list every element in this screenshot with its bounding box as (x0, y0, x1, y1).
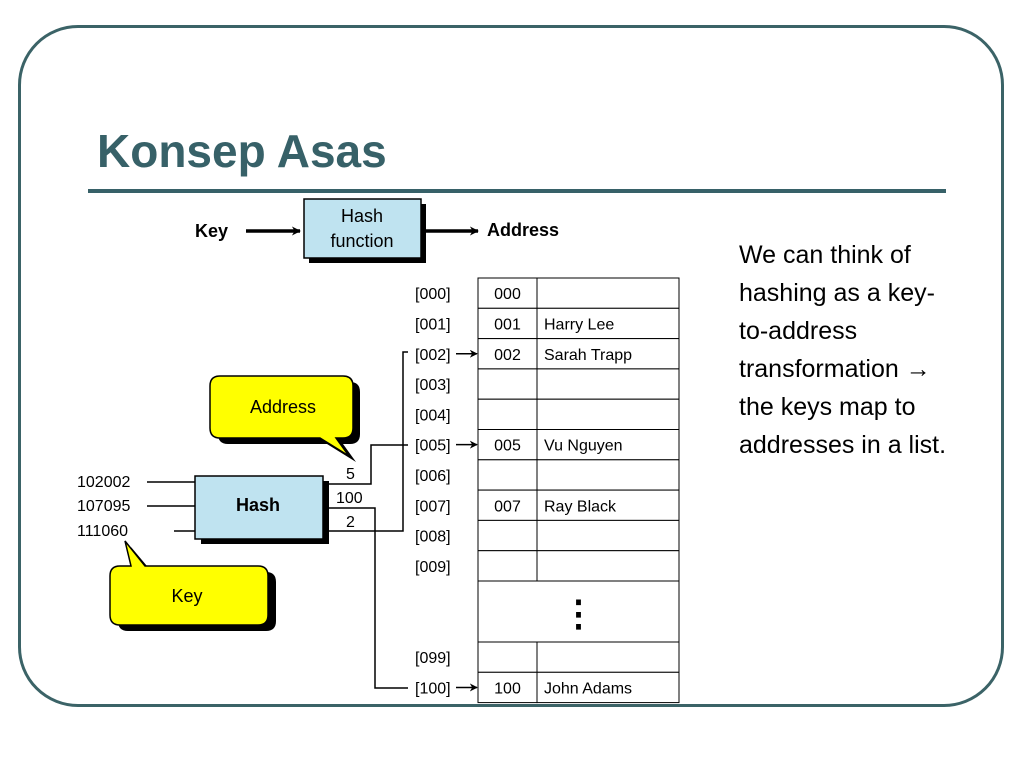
table-addr-value: 005 (494, 438, 521, 455)
slide-frame (18, 25, 1004, 707)
table-addr-cell (477, 459, 538, 491)
hash-function-label-line1: Hash (341, 206, 383, 226)
table-index-label: [001] (415, 316, 451, 333)
top-address-label: Address (487, 220, 559, 240)
description-line: hashing as a key- (739, 279, 935, 307)
table-index-label: [009] (415, 559, 451, 576)
table-addr-value: 100 (494, 680, 521, 697)
table-index-label: [006] (415, 468, 451, 485)
input-keys: 102002 107095 111060 (77, 474, 196, 540)
key-callout (109, 540, 269, 626)
table-name-value: John Adams (544, 680, 632, 697)
table-addr-cell (477, 338, 538, 370)
description-line: transformation → (739, 355, 931, 383)
hash-box (194, 475, 324, 540)
table-addr-cell (477, 398, 538, 431)
table-index-label: [000] (415, 286, 451, 303)
address-callout (209, 375, 354, 457)
table-index-label: [008] (415, 529, 451, 546)
table-name-cell (536, 489, 680, 521)
table-index-label: [003] (415, 377, 451, 394)
description-text: We can think of hashing as a key- to-add… (739, 236, 1009, 464)
hash-box-label: Hash (236, 495, 280, 515)
table-addr-cell (477, 550, 538, 582)
output-address: 2 (346, 514, 355, 531)
table-name-cell (536, 671, 680, 704)
hash-function-label-line2: function (330, 231, 393, 251)
table-addr-cell (477, 489, 538, 521)
top-key-label: Key (195, 221, 228, 241)
table-name-cell (536, 519, 680, 552)
table-name-cell (536, 550, 680, 582)
table-addr-value: 000 (494, 286, 521, 303)
description-line: to-address (739, 317, 858, 345)
table-name-cell (536, 429, 680, 461)
table-name-value: Ray Black (544, 498, 617, 515)
key-callout-label: Key (171, 586, 202, 606)
output-address: 100 (336, 490, 363, 507)
table-name-value: Sarah Trapp (544, 347, 632, 364)
table-addr-cell (477, 277, 538, 309)
table-name-cell (536, 368, 680, 400)
table-name-value: Harry Lee (544, 316, 614, 333)
input-key: 111060 (77, 523, 128, 540)
table-name-cell (536, 398, 680, 431)
table-addr-cell (477, 519, 538, 552)
table-index-label: [100] (415, 680, 451, 697)
table-addr-cell (477, 368, 538, 400)
connector-5 (329, 444, 408, 485)
table-name-cell (536, 307, 680, 340)
table-name-cell (536, 641, 680, 673)
description-line: addresses in a list. (739, 431, 947, 459)
table-name-cell (536, 338, 680, 370)
description-line: We can think of (739, 241, 911, 269)
table-addr-cell (477, 641, 538, 673)
input-key: 102002 (77, 474, 130, 491)
table-addr-value: 007 (494, 498, 521, 515)
hash-function-box (303, 198, 422, 259)
address-callout-label: Address (250, 397, 316, 417)
table-name-cell (536, 277, 680, 309)
connector-100 (329, 507, 408, 689)
description-line: the keys map to (739, 393, 916, 421)
table-addr-value: 001 (494, 316, 521, 333)
table-name-cell (536, 459, 680, 491)
connector-2 (329, 351, 408, 532)
table-index-label: [099] (415, 650, 451, 667)
table-index-label: [004] (415, 407, 451, 424)
page-title: Konsep Asas (97, 125, 387, 177)
title-divider (88, 189, 946, 193)
table-index-label: [005] (415, 438, 451, 455)
table-index-label: [007] (415, 498, 451, 515)
table-addr-cell (477, 671, 538, 704)
output-address: 5 (346, 466, 355, 483)
table-name-value: Vu Nguyen (544, 438, 623, 455)
table-ellipsis: ⋮ (561, 593, 597, 634)
table-addr-value: 002 (494, 347, 521, 364)
table-index-label: [002] (415, 347, 451, 364)
input-key: 107095 (77, 498, 130, 515)
table-addr-cell (477, 429, 538, 461)
address-table: [000] 000 [001] 001 Harry Lee [002] 002 Sarah T… (415, 277, 680, 704)
